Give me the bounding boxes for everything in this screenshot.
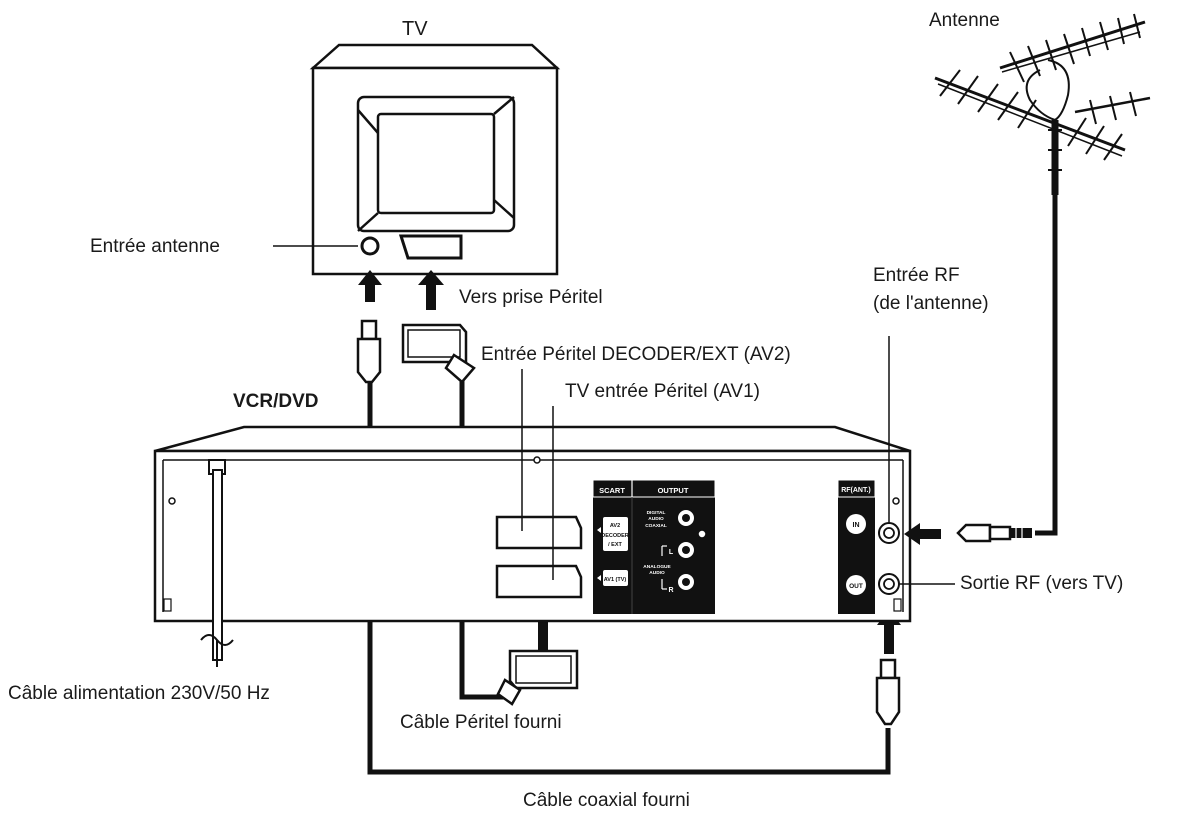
antenna-cable [956, 190, 1058, 543]
panel-rf-out: OUT [849, 583, 863, 590]
panel-rf-header: RF(ANT.) [841, 487, 871, 494]
antenna-label: Antenne [929, 10, 1000, 31]
tv-scart-socket [398, 234, 463, 260]
panel-output-header: OUTPUT [658, 486, 689, 495]
tv-antenna-jack [360, 236, 380, 256]
panel-av2-line1: AV2 [610, 523, 620, 529]
scart-av2-label: Entrée Péritel DECODER/EXT (AV2) [481, 344, 791, 365]
panel-rf-in: IN [853, 522, 860, 529]
arrow-to-tv-scart [418, 270, 444, 310]
tv-label: TV [402, 18, 428, 40]
rf-in-jack [878, 522, 900, 544]
panel-analogue-line2: AUDIO [649, 570, 665, 576]
arrow-to-tv-antenna [358, 270, 382, 302]
rf-in-label-line1: Entrée RF [873, 265, 960, 286]
panel-digital-line2: AUDIO [648, 516, 664, 522]
panel-left-label: L [669, 549, 674, 556]
antenna-input-label: Entrée antenne [90, 236, 220, 257]
rf-out-jack [878, 573, 900, 595]
to-scart-label: Vers prise Péritel [459, 287, 603, 308]
connector-panel: SCART OUTPUT AV2 (DECODER) / EXT AV1 (TV… [592, 479, 716, 614]
scart-av2-socket [495, 515, 583, 550]
device-label: VCR/DVD [233, 391, 319, 412]
panel-av2-line2: (DECODER) [599, 533, 630, 539]
panel-digital-line3: COAXIAL [645, 523, 667, 529]
scart-av1-label: TV entrée Péritel (AV1) [565, 381, 761, 402]
power-cable [200, 459, 234, 667]
panel-av2-line3: / EXT [608, 542, 622, 548]
power-cable-label: Câble alimentation 230V/50 Hz [8, 683, 270, 704]
panel-scart-header: SCART [599, 486, 625, 495]
rf-panel: RF(ANT.) IN OUT [837, 479, 876, 614]
coax-cable-label: Câble coaxial fourni [523, 790, 690, 811]
rf-in-label-line2: (de l'antenne) [873, 293, 989, 314]
rf-out-label: Sortie RF (vers TV) [960, 573, 1124, 594]
panel-right-label: R [668, 587, 673, 594]
scart-av1-socket [495, 564, 583, 599]
antenna [934, 13, 1151, 195]
arrow-to-rf-in [904, 523, 941, 545]
scart-cable-label: Câble Péritel fourni [400, 712, 562, 733]
panel-av1-label: AV1 (TV) [604, 577, 627, 583]
panel-digital-line1: DIGITAL [647, 510, 666, 516]
panel-analogue-line1: ANALOGUE [643, 564, 671, 570]
